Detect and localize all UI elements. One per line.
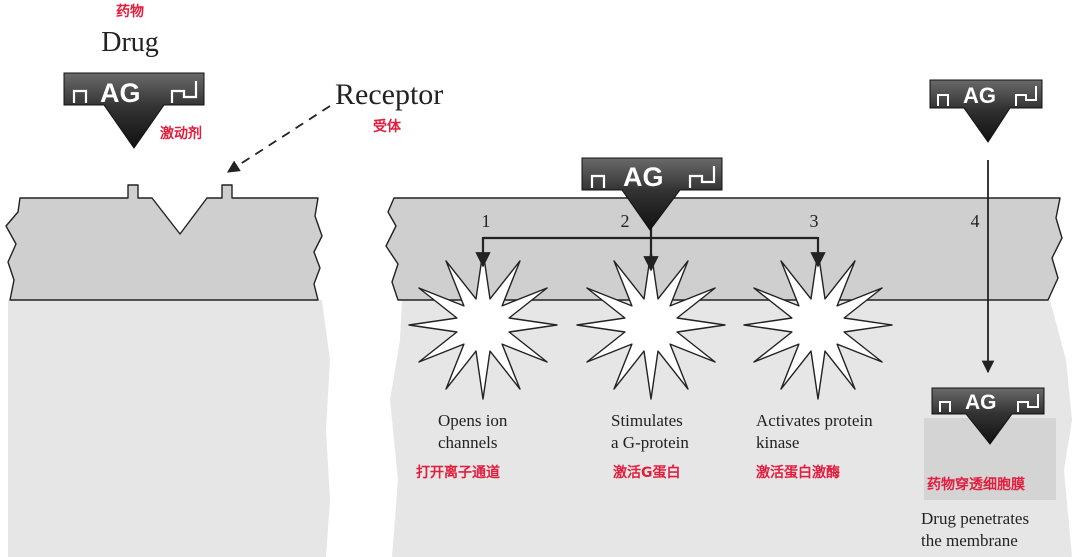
drug-label: Drug bbox=[101, 27, 159, 58]
pathway-2-effect-cn: 激活G蛋白 bbox=[613, 465, 681, 481]
left-agonist bbox=[63, 72, 205, 149]
receptor-label-cn: 受体 bbox=[373, 119, 401, 135]
pathway-1-effect: Opens ion channels bbox=[438, 411, 508, 452]
right-agonist-text: AG bbox=[963, 83, 996, 108]
pathway-2-effect: Stimulates a G-protein bbox=[611, 411, 689, 452]
pathway-2-star bbox=[576, 250, 726, 400]
penetration-region bbox=[924, 418, 1056, 500]
pathway-3-effect-cn: 激活蛋白激酶 bbox=[756, 465, 840, 481]
central-agonist bbox=[581, 157, 723, 231]
drug-label-cn: 药物 bbox=[116, 4, 144, 20]
branch-arrows bbox=[475, 226, 826, 272]
pathway-4-effect-cn: 药物穿透细胞膜 bbox=[927, 477, 1025, 493]
agonist-pegs bbox=[590, 166, 716, 188]
agonist-pegs bbox=[939, 394, 1039, 412]
pathway-3-star bbox=[743, 250, 893, 400]
agonist-shape bbox=[929, 79, 1043, 143]
left-cell-interior bbox=[8, 300, 330, 557]
right-membrane bbox=[385, 197, 1063, 301]
agonist-shape bbox=[63, 72, 205, 149]
agonist-shape bbox=[581, 157, 723, 231]
pathway-3-number: 3 bbox=[809, 211, 819, 231]
left-agonist-text: AG bbox=[100, 78, 141, 108]
agonist-pegs bbox=[72, 81, 198, 103]
pathway-4-number: 4 bbox=[970, 211, 980, 231]
receptor-dashed-arrow bbox=[226, 105, 331, 173]
pathway-1-effect-cn: 打开离子通道 bbox=[416, 465, 500, 481]
pathway-3-effect: Activates protein kinase bbox=[756, 411, 873, 452]
pathway-2-number: 2 bbox=[620, 211, 630, 231]
right-cell-interior bbox=[390, 300, 1072, 557]
agonist-label-cn: 激动剂 bbox=[160, 126, 202, 142]
right-agonist bbox=[929, 79, 1043, 143]
agonist-pegs bbox=[937, 86, 1037, 106]
pathway-1-star bbox=[408, 250, 558, 400]
central-agonist-text: AG bbox=[623, 162, 664, 192]
receptor-label: Receptor bbox=[335, 78, 444, 111]
pathway-4-effect: Drug penetrates the membrane bbox=[921, 509, 1030, 550]
agonist-shape bbox=[931, 387, 1045, 445]
internal-agonist-text: AG bbox=[965, 391, 997, 414]
left-membrane-receptor bbox=[5, 184, 323, 301]
internal-agonist bbox=[931, 387, 1045, 445]
pathway-1-number: 1 bbox=[481, 211, 491, 231]
